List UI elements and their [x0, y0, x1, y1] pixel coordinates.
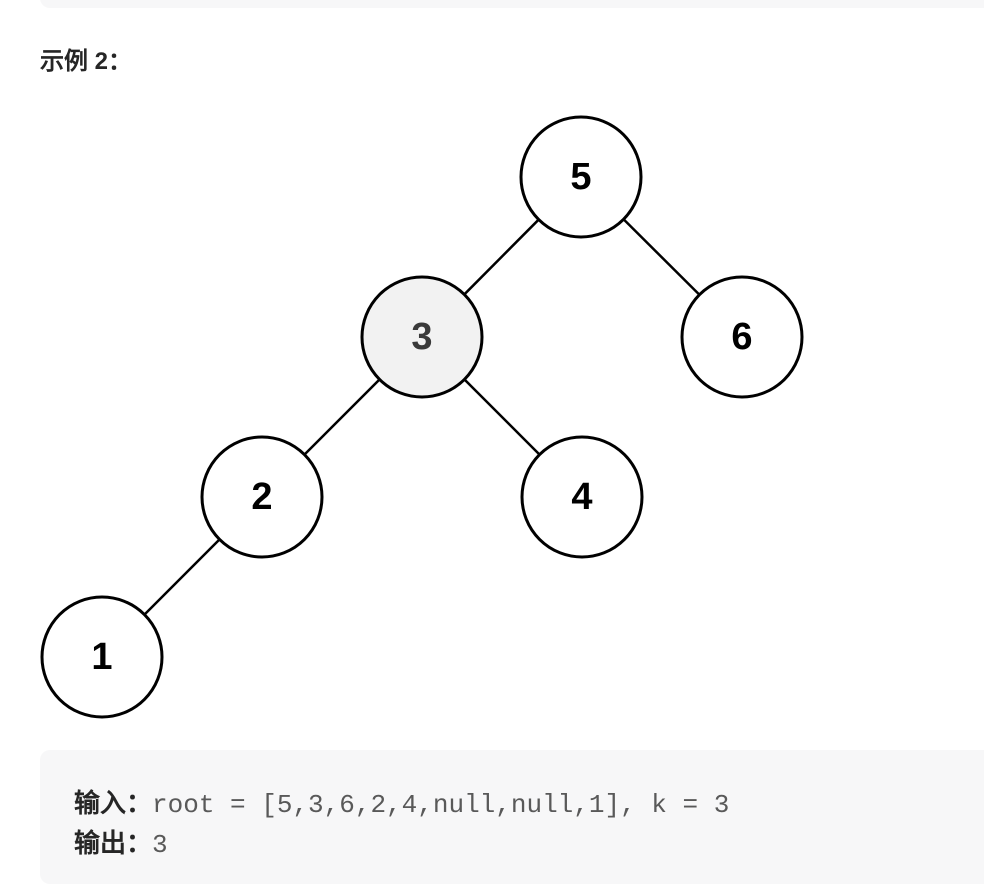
- output-label: 输出：: [74, 828, 153, 858]
- output-line: 输出：3: [74, 824, 984, 864]
- tree-edge-5-6: [622, 218, 701, 296]
- input-line: 输入：root = [5,3,6,2,4,null,null,1], k = 3: [74, 784, 984, 824]
- tree-node-5: 5: [519, 115, 643, 239]
- tree-edge-2-1: [143, 538, 221, 616]
- tree-node-circle: [200, 435, 324, 559]
- tree-node-4: 4: [520, 435, 644, 559]
- previous-code-block: [40, 0, 984, 8]
- tree-node-label: 1: [91, 636, 112, 678]
- tree-node-6: 6: [680, 275, 804, 399]
- tree-node-label: 5: [570, 156, 591, 198]
- tree-node-label: 3: [411, 316, 432, 358]
- tree-node-circle: [680, 275, 804, 399]
- tree-node-label: 6: [731, 316, 752, 358]
- tree-node-circle: [519, 115, 643, 239]
- binary-tree-diagram: 5 3 6 2 4 1: [40, 115, 804, 719]
- tree-nodes: 5 3 6 2 4 1: [40, 115, 804, 719]
- tree-node-label: 2: [251, 476, 272, 518]
- tree-node-circle: [360, 275, 484, 399]
- example-title: 示例 2：: [40, 48, 133, 75]
- tree-node-2: 2: [200, 435, 324, 559]
- tree-node-circle: [40, 595, 164, 719]
- tree-node-circle: [520, 435, 644, 559]
- tree-edge-3-2: [303, 378, 381, 456]
- output-value: 3: [152, 830, 168, 860]
- tree-node-3: 3: [360, 275, 484, 399]
- tree-node-1: 1: [40, 595, 164, 719]
- input-value: root = [5,3,6,2,4,null,null,1], k = 3: [152, 790, 730, 820]
- tree-edges: [143, 218, 701, 616]
- input-label: 输入：: [74, 788, 153, 818]
- tree-node-label: 4: [571, 476, 592, 518]
- tree-edge-3-4: [463, 378, 541, 456]
- tree-edge-5-3: [463, 218, 540, 296]
- example-io-block: 输入：root = [5,3,6,2,4,null,null,1], k = 3…: [40, 750, 984, 884]
